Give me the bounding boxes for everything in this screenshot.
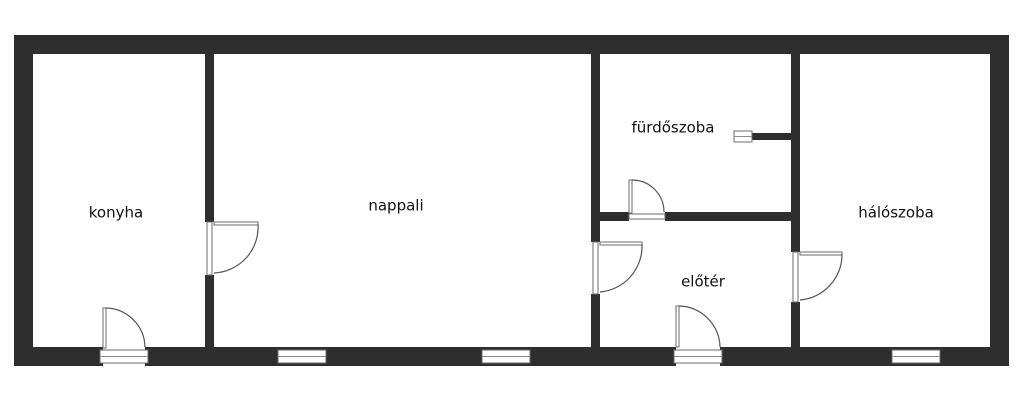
door-hall <box>599 241 643 293</box>
wall-bath-stub <box>752 133 792 140</box>
room-label-bedroom: hálószoba <box>858 204 934 222</box>
windows <box>99 130 941 364</box>
wall-bath-hall <box>591 212 800 221</box>
window-entry <box>673 349 723 364</box>
wall-kitchen-living <box>205 54 214 347</box>
window-bath-door <box>628 213 666 220</box>
room-label-bathroom: fürdőszoba <box>632 119 715 137</box>
window-living-1 <box>277 349 327 364</box>
room-label-hall: előtér <box>681 273 726 291</box>
room-label-living: nappali <box>368 197 423 215</box>
walls <box>14 35 1009 366</box>
wall-living-bath <box>591 54 600 347</box>
wall-bath-bedroom <box>791 54 800 347</box>
doors <box>102 179 843 349</box>
window-living-side <box>206 221 213 276</box>
room-label-kitchen: konyha <box>89 204 143 222</box>
window-bedroom-side <box>792 251 799 303</box>
door-kitchen <box>102 307 146 349</box>
window-living-2 <box>481 349 531 364</box>
window-bedroom <box>891 349 941 364</box>
room-labels: konyha nappali fürdőszoba előtér hálószo… <box>89 119 934 291</box>
window-bath-vent <box>733 130 753 143</box>
door-entry <box>675 305 721 348</box>
outer-wall-left <box>14 35 33 366</box>
door-bedroom <box>799 251 843 301</box>
door-bath <box>628 179 665 214</box>
outer-wall-right <box>990 35 1009 366</box>
outer-wall-top <box>14 35 1009 54</box>
window-hall-side <box>592 241 599 295</box>
window-kitchen <box>99 349 149 364</box>
door-living <box>213 221 259 274</box>
